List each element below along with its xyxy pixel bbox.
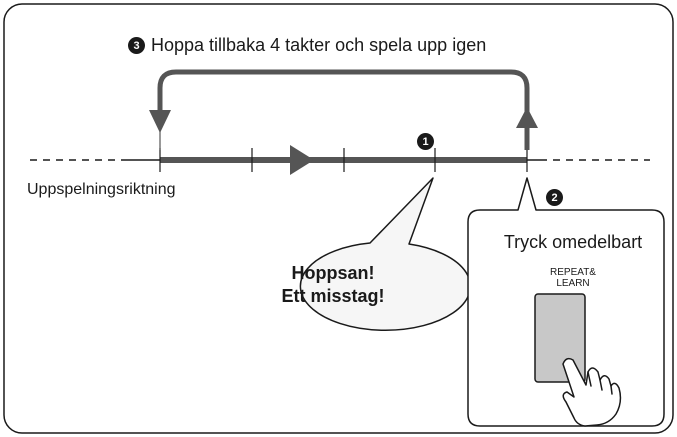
step-3-badge: 3 — [128, 37, 145, 54]
speech-bubble-line1: Hoppsan! — [291, 263, 375, 283]
repeat-learn-label-line1: REPEAT& — [550, 267, 596, 278]
speech-bubble-shape — [299, 177, 472, 332]
step-2-badge: 2 — [546, 189, 563, 206]
loop-up-arrow-icon — [516, 107, 538, 128]
outer-frame — [3, 3, 674, 434]
pointing-hand-icon — [562, 357, 622, 427]
repeat-learn-label: REPEAT& LEARN — [468, 267, 677, 289]
step-3-heading: 3 Hoppa tillbaka 4 takter och spela upp … — [128, 35, 486, 56]
speech-bubble-line2: Ett misstag! — [281, 286, 385, 306]
step-1-badge: 1 — [417, 133, 434, 150]
play-direction-arrow-icon — [290, 145, 314, 175]
repeat-learn-label-line2: LEARN — [556, 278, 590, 289]
loop-back-path — [157, 69, 530, 122]
playback-direction-label: Uppspelningsriktning — [27, 181, 176, 198]
button-panel-title: Tryck omedelbart — [503, 232, 643, 252]
button-panel: Tryck omedelbart REPEAT& LEARN — [468, 218, 677, 424]
loop-down-arrow-icon — [149, 110, 171, 133]
speech-bubble-text: Hoppsan! Ett misstag! — [248, 262, 418, 308]
step-3-text: Hoppa tillbaka 4 takter och spela upp ig… — [151, 35, 487, 55]
